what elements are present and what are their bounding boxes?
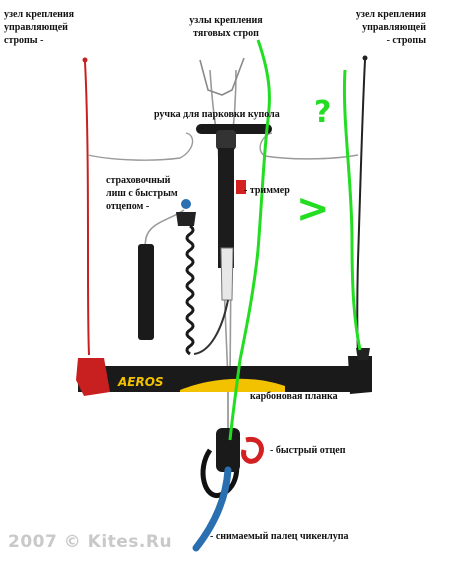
right-steering-line	[356, 59, 366, 356]
bar-right-floater	[356, 348, 370, 360]
leash-label-line-3: отцепом -	[106, 201, 150, 212]
leash-bungee	[185, 224, 195, 356]
question-mark: ?	[314, 95, 331, 130]
leash-label-line-2: лиш с быстрым	[106, 188, 178, 199]
handle-mount	[216, 130, 236, 150]
quick-release-body	[216, 428, 240, 472]
leash-release-ball	[181, 199, 191, 209]
trimmer-label: - триммер	[244, 185, 290, 196]
bar-brand-text: AEROS	[117, 375, 164, 389]
bungee-to-depower	[193, 299, 229, 355]
power-line-loop	[199, 57, 245, 96]
parking-handle-label: ручка для парковки купола	[154, 109, 280, 120]
bar-yellow-accent	[180, 378, 285, 392]
left-steering-knot	[82, 57, 88, 63]
right-label-line-3: - стропы	[386, 35, 426, 46]
right-attachment-label: узел крепления управляющей - стропы	[330, 8, 426, 47]
left-steering-line	[84, 61, 90, 356]
watermark: 2007 © Kites.Ru	[8, 532, 173, 552]
left-attachment-label: узел крепления управляющей стропы -	[4, 8, 74, 47]
carbon-bar-label: карбоновая планка	[250, 391, 338, 402]
center-attachment-label: узлы крепления тяговых строп	[180, 14, 272, 40]
left-label-line-3: стропы -	[4, 35, 44, 46]
chicken-finger-label: - снимаемый палец чикенлупа	[210, 531, 349, 542]
center-label-line-2: тяговых строп	[193, 28, 259, 39]
left-label-line-1: узел крепления	[4, 9, 75, 20]
green-annotation-line-right	[342, 69, 362, 351]
quick-release-label: - быстрый отцеп	[270, 445, 346, 456]
green-annotation-line	[228, 39, 271, 441]
bar-right-end	[348, 356, 372, 394]
right-label-line-1: узел крепления	[355, 9, 426, 20]
leash-shackle	[176, 212, 196, 226]
chicken-finger	[192, 466, 232, 552]
carbon-bar	[78, 366, 372, 392]
right-steering-knot	[362, 55, 368, 61]
right-bridle	[259, 132, 359, 160]
arrow-mark: >	[296, 186, 330, 232]
left-label-line-2: управляющей	[4, 22, 68, 33]
trimmer-cleat	[220, 247, 234, 301]
leash-strap	[138, 244, 154, 340]
leash-label: страховочный лиш с быстрым отцепом -	[106, 174, 178, 213]
center-label-line-1: узлы крепления	[189, 15, 263, 26]
left-bridle	[87, 132, 194, 161]
quick-release-handle	[241, 436, 264, 464]
bar-left-end	[76, 358, 110, 396]
parking-handle	[196, 124, 272, 134]
right-label-line-2: управляющей	[362, 22, 426, 33]
leash-label-line-1: страховочный	[106, 175, 171, 186]
trimmer-tab	[236, 180, 246, 194]
trimmer-strap	[218, 148, 234, 268]
